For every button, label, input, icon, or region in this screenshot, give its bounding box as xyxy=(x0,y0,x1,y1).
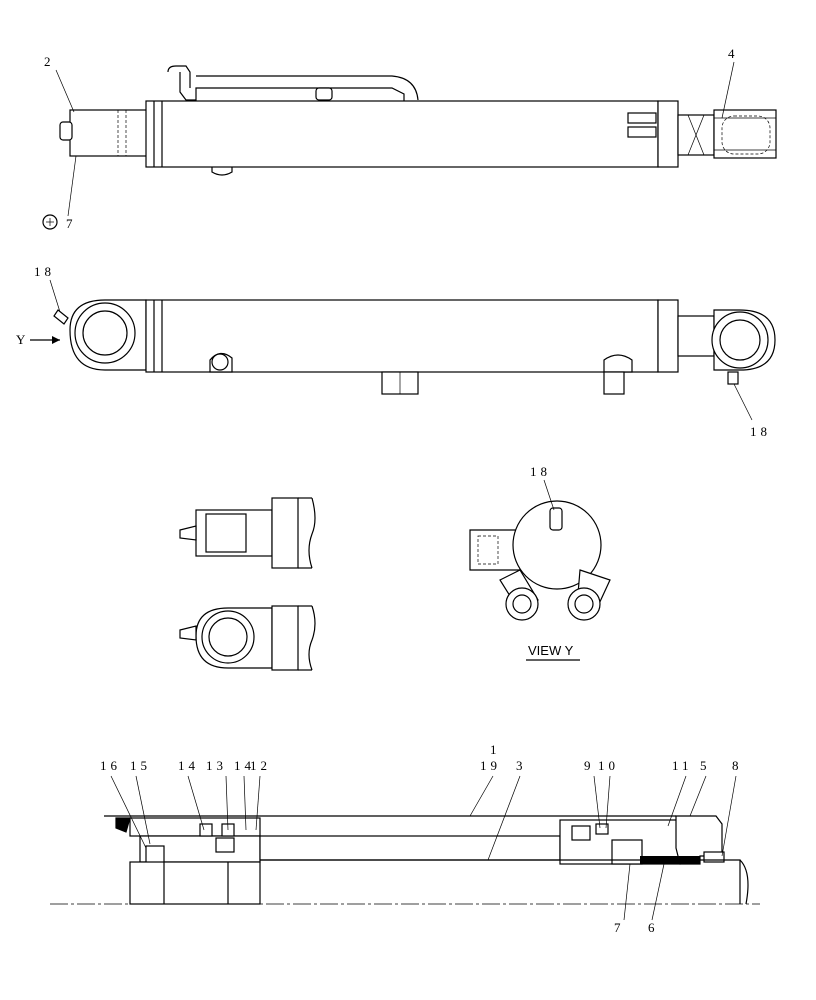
callout-9: 9 xyxy=(584,758,595,773)
end-detail-upper xyxy=(179,497,316,569)
callout-2: 2 xyxy=(44,54,55,69)
callout-14-b: 14 xyxy=(234,758,255,773)
callout-7-top: 7 xyxy=(66,216,77,231)
callout-18-left: 18 xyxy=(34,264,55,279)
callout-18-viewy: 18 xyxy=(530,464,551,479)
callout-8: 8 xyxy=(732,758,743,773)
callout-6: 6 xyxy=(648,920,659,935)
callout-19: 19 xyxy=(480,758,501,773)
cylinder-section-view xyxy=(50,775,760,921)
callout-16: 16 xyxy=(100,758,121,773)
leader-18-right xyxy=(733,383,753,421)
callout-10: 10 xyxy=(598,758,619,773)
leader-18-viewy xyxy=(543,479,555,511)
cylinder-top-view xyxy=(42,65,777,230)
callout-14-a: 14 xyxy=(178,758,199,773)
callout-4: 4 xyxy=(728,46,739,61)
leader-2 xyxy=(55,69,75,113)
cylinder-side-view xyxy=(30,299,776,395)
callout-13: 13 xyxy=(206,758,227,773)
callout-1: 1 xyxy=(490,742,501,757)
callout-12: 12 xyxy=(250,758,271,773)
callout-11: 11 xyxy=(672,758,693,773)
callout-15-left: 15 xyxy=(130,758,151,773)
callout-18-right: 18 xyxy=(750,424,771,439)
callout-3: 3 xyxy=(516,758,527,773)
arrow-y-label: Y xyxy=(16,332,29,347)
callout-5-right: 5 xyxy=(700,758,711,773)
leader-18-left xyxy=(49,279,61,313)
callout-7-bottom: 7 xyxy=(614,920,625,935)
leader-4 xyxy=(721,61,735,119)
leader-7 xyxy=(67,155,77,217)
view-y-label: VIEW Y xyxy=(528,643,574,658)
end-detail-lower xyxy=(179,605,316,671)
view-y-detail xyxy=(469,500,611,661)
